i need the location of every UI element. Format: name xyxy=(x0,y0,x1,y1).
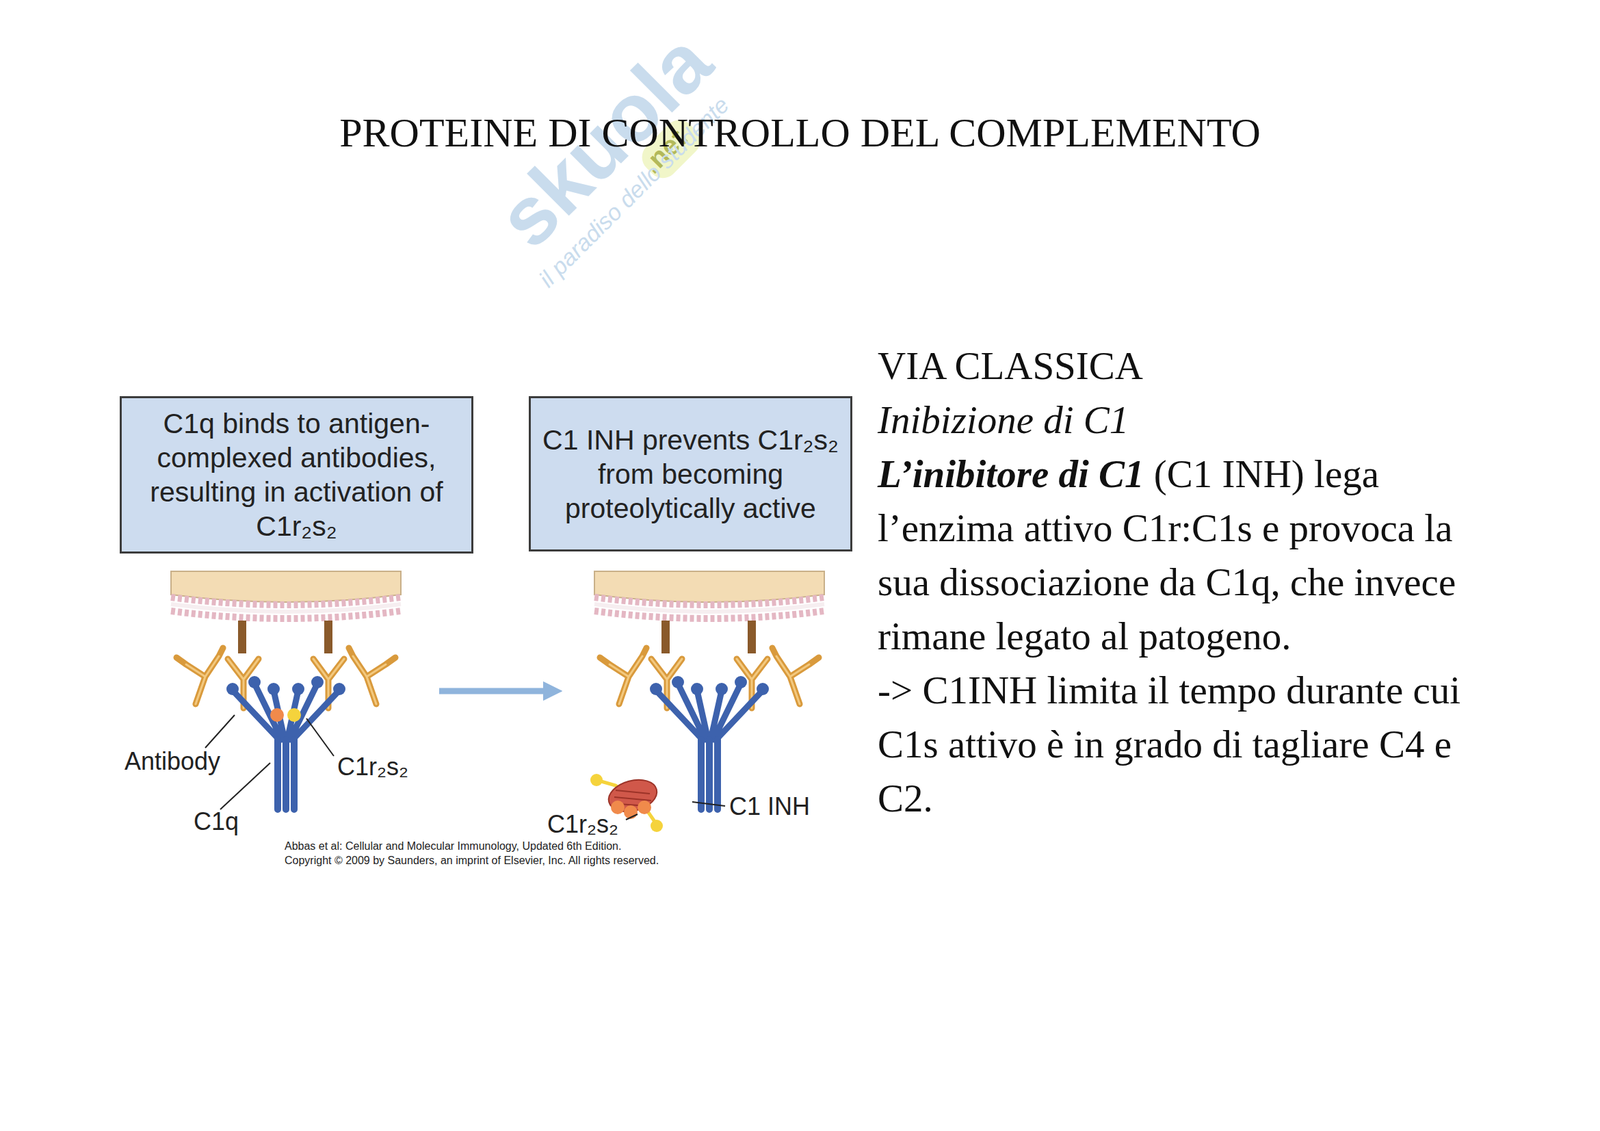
part-label: C1q xyxy=(193,807,239,836)
part-label: C1 INH xyxy=(729,792,810,821)
part-label: C1r₂s₂ xyxy=(337,752,409,781)
box-text: C1q binds to antigen-complexed antibodie… xyxy=(131,406,462,544)
part-label: C1r₂s₂ xyxy=(547,809,619,838)
section-heading: VIA CLASSICA xyxy=(877,338,1494,393)
c1r2s2-active xyxy=(270,707,301,722)
copyright-note: Copyright © 2009 by Saunders, an imprint… xyxy=(284,854,659,867)
part-label: Antibody xyxy=(124,746,221,776)
subsection-heading: Inibizione di C1 xyxy=(877,392,1494,447)
bold-term: L’inibitore di C1 xyxy=(877,452,1145,496)
caption-box: C1 INH prevents C1r₂s₂ from becoming pro… xyxy=(528,396,853,552)
caption-box: C1q binds to antigen-complexed antibodie… xyxy=(119,396,474,554)
leader-lines xyxy=(205,714,726,820)
copyright-note: Abbas et al: Cellular and Molecular Immu… xyxy=(284,840,622,853)
note-text: -> C1INH limita il tempo durante cui C1s… xyxy=(877,662,1494,825)
page-title: PROTEINE DI CONTROLLO DEL COMPLEMENTO xyxy=(0,109,1600,157)
paragraph: L’inibitore di C1(C1 INH) lega l’enzima … xyxy=(877,446,1494,663)
process-arrow xyxy=(439,688,553,695)
box-text: C1 INH prevents C1r₂s₂ from becoming pro… xyxy=(540,422,841,526)
complement-illustration xyxy=(594,571,825,810)
